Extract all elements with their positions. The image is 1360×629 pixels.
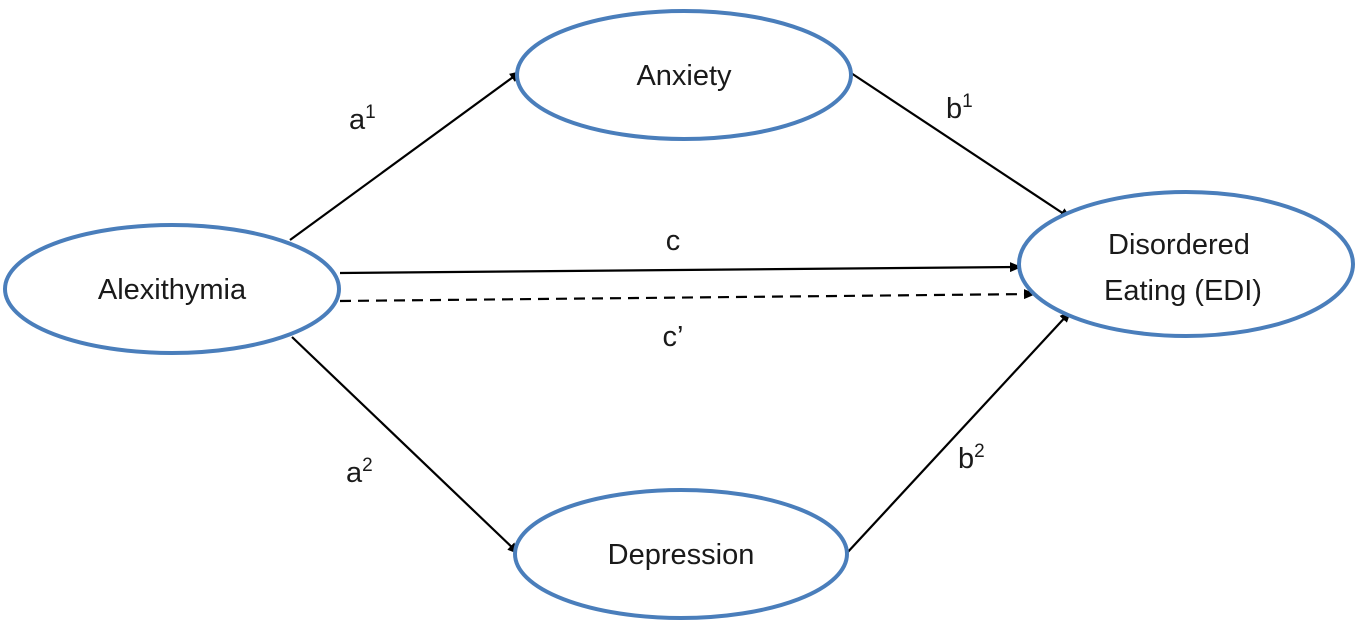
edge-c-prime-label: c’: [663, 321, 684, 353]
node-alexithymia: Alexithymia: [3, 223, 341, 355]
node-anxiety: Anxiety: [515, 9, 853, 141]
node-anxiety-label: Anxiety: [636, 60, 732, 92]
node-disordered-eating-label-line2: Eating (EDI): [1104, 275, 1262, 307]
edge-b2-label-sup: 2: [974, 441, 985, 462]
node-depression-label: Depression: [608, 539, 755, 571]
node-alexithymia-shape: [3, 223, 341, 355]
node-anxiety-shape: [515, 9, 853, 141]
edge-b2-label-base: b: [958, 443, 974, 475]
edge-c-label: c: [666, 225, 681, 257]
edge-a1-label: a1: [349, 102, 376, 136]
node-alexithymia-label: Alexithymia: [98, 274, 247, 306]
edge-a1-label-base: a: [349, 104, 366, 136]
edge-b2-label: b2: [958, 441, 985, 475]
edge-a2-label-base: a: [346, 457, 363, 489]
node-disordered-eating-shape: [1017, 190, 1355, 338]
node-depression: Depression: [513, 488, 849, 620]
edge-a2-label: a2: [346, 455, 373, 489]
edge-c-prime-arrow: [339, 289, 1036, 303]
edge-a1-label-sup: 1: [365, 102, 376, 123]
edge-b1-label: b1: [946, 91, 973, 125]
node-disordered-eating-label: Disordered Eating (EDI): [1104, 229, 1262, 307]
edge-b1-label-base: b: [946, 93, 962, 125]
edge-a2-arrow: [291, 336, 520, 555]
edge-a2-label-sup: 2: [362, 455, 373, 476]
edge-a1-arrow: [289, 70, 522, 241]
node-depression-shape: [513, 488, 849, 620]
edge-b1-label-sup: 1: [962, 91, 973, 112]
edge-b2-arrow: [845, 310, 1072, 555]
edge-b1-arrow: [847, 70, 1072, 220]
node-disordered-eating: Disordered Eating (EDI): [1017, 190, 1355, 338]
edge-c-arrow: [339, 262, 1022, 275]
node-disordered-eating-label-line1: Disordered: [1108, 229, 1250, 261]
